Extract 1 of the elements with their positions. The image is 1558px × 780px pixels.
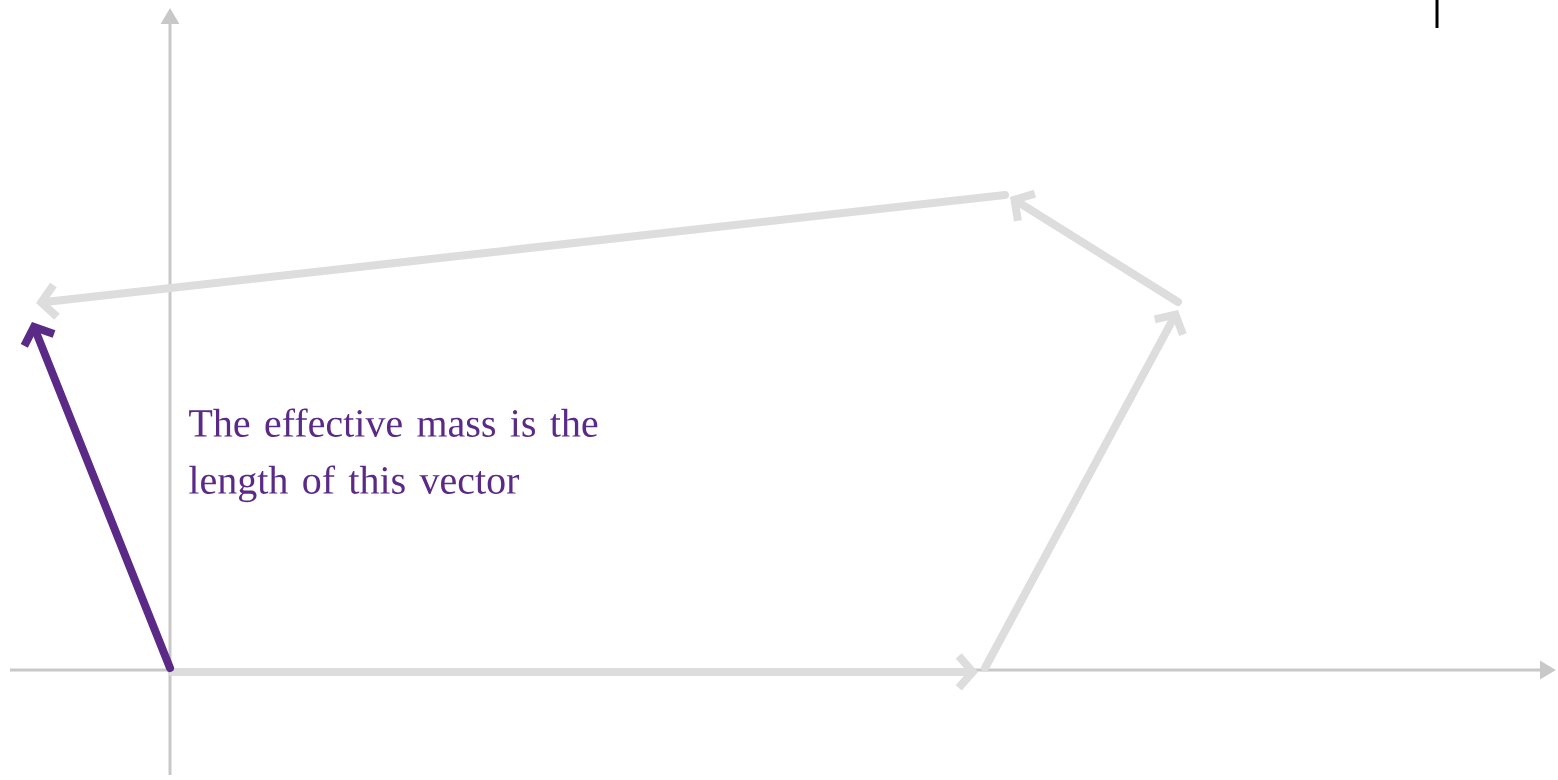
annotation-text: The effective mass is the length of this vector [189,408,598,503]
